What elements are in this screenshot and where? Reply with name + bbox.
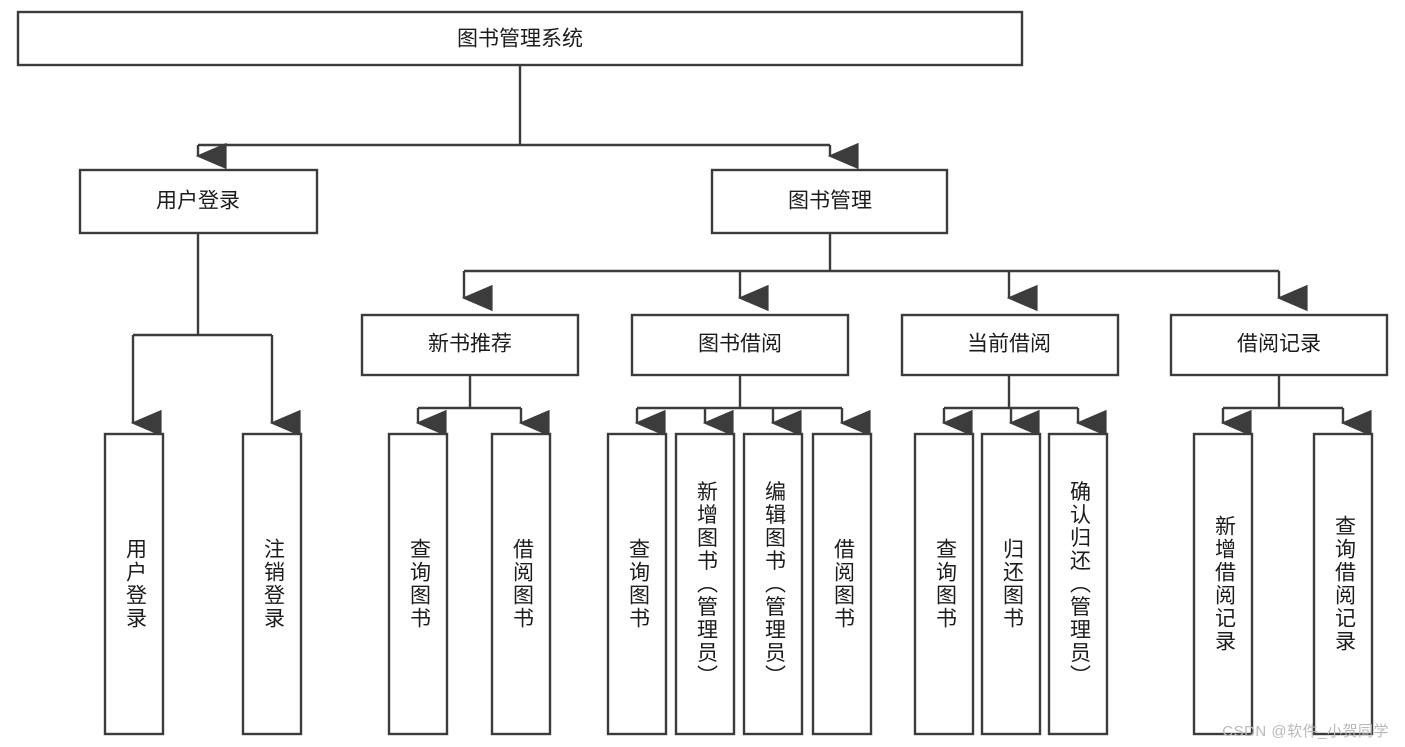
connector-group-book-management-to-level3: [461, 233, 1308, 312]
node-root-box[interactable]: [16, 10, 1024, 67]
node-leaf-user-login[interactable]: 用户登录: [103, 432, 165, 736]
node-leaf-borrow-book-1-box[interactable]: [490, 432, 552, 736]
node-leaf-borrow-book-1[interactable]: 借阅图书: [490, 432, 552, 736]
node-leaf-query-book-2[interactable]: 查询图书: [606, 432, 668, 736]
connector-group-book-borrow-to-leaves: [634, 375, 871, 437]
node-borrow-record[interactable]: 借阅记录: [1169, 313, 1389, 377]
node-leaf-borrow-book-2-box[interactable]: [811, 432, 873, 736]
node-leaf-add-book[interactable]: 新增图书（管理员）: [674, 432, 736, 736]
node-book-borrow-box[interactable]: [630, 313, 850, 377]
node-leaf-borrow-book-2[interactable]: 借阅图书: [811, 432, 873, 736]
node-leaf-query-book-1-box[interactable]: [387, 432, 449, 736]
node-new-book-recommend-label: 新书推荐: [428, 333, 512, 356]
node-leaf-add-record-box[interactable]: [1192, 432, 1254, 736]
node-new-book-recommend-box[interactable]: [360, 313, 580, 377]
node-leaf-query-book-1-label: 查询图书: [407, 538, 431, 630]
node-leaf-confirm-return-box[interactable]: [1047, 432, 1109, 736]
connector-group-new-book-recommend-to-leaves: [415, 375, 550, 437]
node-leaf-return-book-label: 归还图书: [1000, 538, 1024, 630]
node-user-login-box[interactable]: [78, 168, 319, 235]
node-leaf-query-record-box[interactable]: [1312, 432, 1374, 736]
node-borrow-record-label: 借阅记录: [1237, 333, 1321, 356]
node-leaf-return-book-box[interactable]: [980, 432, 1042, 736]
node-root-label: 图书管理系统: [457, 28, 583, 51]
node-leaf-logout[interactable]: 注销登录: [241, 432, 303, 736]
node-leaf-add-record-label: 新增借阅记录: [1212, 515, 1236, 653]
node-leaf-return-book[interactable]: 归还图书: [980, 432, 1042, 736]
node-leaf-query-book-2-box[interactable]: [606, 432, 668, 736]
node-book-management-label: 图书管理: [788, 190, 872, 213]
connector-group-current-borrow-to-leaves: [941, 375, 1107, 437]
connector-group-borrow-record-to-leaves: [1220, 375, 1372, 437]
node-current-borrow[interactable]: 当前借阅: [900, 313, 1120, 377]
node-leaf-logout-label: 注销登录: [261, 538, 285, 630]
node-leaf-edit-book-box[interactable]: [742, 432, 804, 736]
node-book-borrow[interactable]: 图书借阅: [630, 313, 850, 377]
node-book-management-box[interactable]: [710, 168, 949, 235]
node-leaf-query-book-3[interactable]: 查询图书: [913, 432, 975, 736]
node-user-login[interactable]: 用户登录: [78, 168, 319, 235]
node-current-borrow-label: 当前借阅: [967, 333, 1051, 356]
node-new-book-recommend[interactable]: 新书推荐: [360, 313, 580, 377]
connector-group-root-to-level2: [195, 65, 859, 170]
node-leaf-query-book-2-label: 查询图书: [626, 538, 650, 630]
node-leaf-user-login-box[interactable]: [103, 432, 165, 736]
node-leaf-add-book-label: 新增图书（管理员）: [694, 481, 718, 688]
node-leaf-edit-book[interactable]: 编辑图书（管理员）: [742, 432, 804, 736]
node-leaf-query-record-label: 查询借阅记录: [1332, 515, 1356, 653]
node-leaf-query-book-1[interactable]: 查询图书: [387, 432, 449, 736]
watermark: CSDN @软件_小贺同学: [1222, 723, 1389, 740]
node-leaf-edit-book-label: 编辑图书（管理员）: [762, 481, 786, 688]
node-leaf-query-book-3-label: 查询图书: [933, 538, 957, 630]
node-leaf-borrow-book-1-label: 借阅图书: [510, 538, 534, 630]
node-leaf-confirm-return[interactable]: 确认归还（管理员）: [1047, 432, 1109, 736]
node-borrow-record-box[interactable]: [1169, 313, 1389, 377]
node-leaf-query-book-3-box[interactable]: [913, 432, 975, 736]
node-user-login-label: 用户登录: [156, 190, 240, 213]
node-current-borrow-box[interactable]: [900, 313, 1120, 377]
node-book-management[interactable]: 图书管理: [710, 168, 949, 235]
node-leaf-confirm-return-label: 确认归还（管理员）: [1067, 481, 1091, 688]
node-book-borrow-label: 图书借阅: [698, 333, 782, 356]
connector-group-user-login-to-leaves: [130, 233, 301, 437]
node-leaf-borrow-book-2-label: 借阅图书: [831, 538, 855, 630]
node-leaf-add-book-box[interactable]: [674, 432, 736, 736]
node-leaf-logout-box[interactable]: [241, 432, 303, 736]
node-leaf-query-record[interactable]: 查询借阅记录: [1312, 432, 1374, 736]
node-leaf-user-login-label: 用户登录: [123, 538, 147, 630]
node-root[interactable]: 图书管理系统: [16, 10, 1024, 67]
node-leaf-add-record[interactable]: 新增借阅记录: [1192, 432, 1254, 736]
